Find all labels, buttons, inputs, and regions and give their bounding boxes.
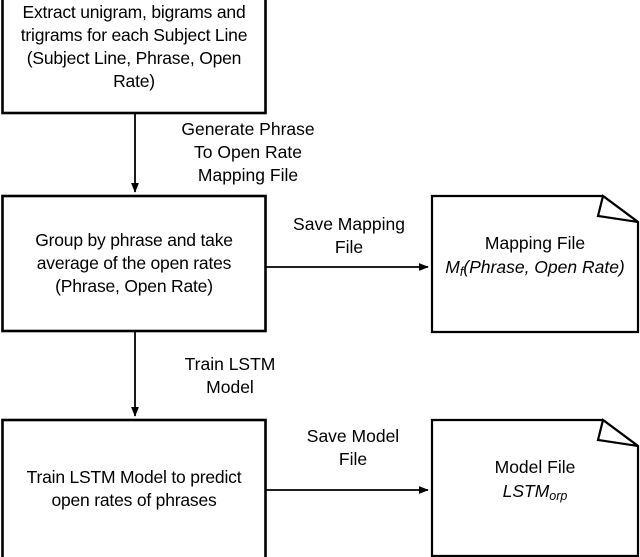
node-model-file-formula: LSTMorp	[432, 479, 638, 508]
node-extract-ngrams-shape	[1, 0, 267, 115]
node-mapping-file-formula-sub: f	[459, 264, 464, 279]
node-mapping-file-fold-icon	[596, 194, 639, 224]
node-extract-ngrams-label: Extract unigram, bigrams and trigrams fo…	[20, 2, 248, 91]
edge-generate-mapping-label: Generate Phrase To Open Rate Mapping Fil…	[181, 119, 315, 185]
node-mapping-file-formula-base: M	[445, 257, 460, 277]
node-mapping-file-formula: Mf(Phrase, Open Rate)	[432, 255, 638, 284]
edge-save-model-label: Save Model File	[306, 426, 400, 469]
node-train-lstm-shape	[1, 418, 267, 557]
node-mapping-file-shape	[430, 194, 640, 334]
node-model-file-formula-sub: orp	[549, 488, 568, 503]
node-model-file-formula-base: LSTM	[502, 481, 550, 501]
node-mapping-file-title: Mapping File	[484, 233, 586, 253]
node-train-lstm-label: Train LSTM Model to predict open rates o…	[26, 467, 242, 510]
node-model-file-shape	[430, 418, 640, 557]
edge-train-lstm-label: Train LSTM Model	[184, 354, 276, 397]
node-group-by-phrase-shape	[1, 194, 267, 333]
edge-save-mapping-label: Save Mapping File	[293, 214, 405, 257]
node-mapping-file-formula-tail: (Phrase, Open Rate)	[463, 257, 625, 277]
node-model-file-fold-icon	[596, 418, 639, 448]
node-mapping-file-label: Mapping File Mf(Phrase, Open Rate)	[432, 231, 638, 284]
node-model-file-title: Model File	[494, 457, 576, 477]
node-group-by-phrase-label: Group by phrase and take average of the …	[35, 230, 233, 296]
node-model-file-label: Model File LSTMorp	[432, 455, 638, 508]
